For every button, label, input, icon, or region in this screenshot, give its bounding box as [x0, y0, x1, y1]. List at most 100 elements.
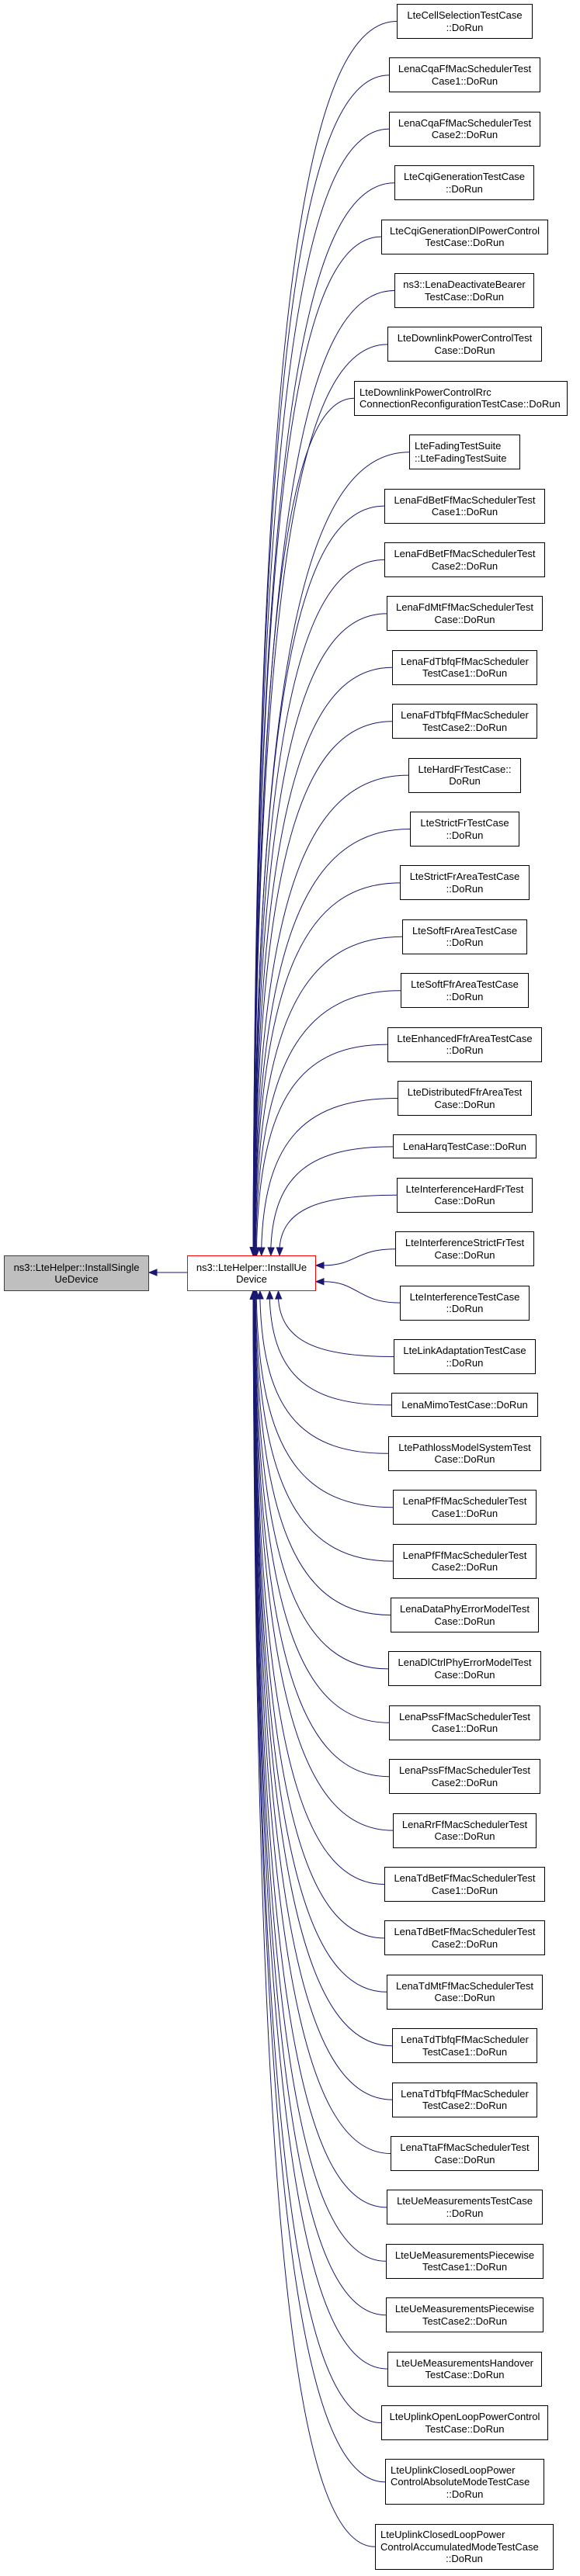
arrowhead-icon	[267, 1247, 275, 1257]
call-edge	[252, 74, 390, 1248]
arrowhead-icon	[249, 1290, 257, 1300]
call-edge	[254, 829, 411, 1248]
node-label: LenaHarqTestCase::DoRun	[403, 1141, 526, 1153]
node-label: LenaCqaFfMacSchedulerTest	[398, 63, 532, 75]
node-label: ns3::LteHelper::InstallUe	[196, 1261, 307, 1273]
caller-node[interactable]: LteCqiGenerationTestCase::DoRun	[394, 165, 534, 201]
caller-node[interactable]: LteStrictFrAreaTestCase::DoRun	[400, 865, 530, 901]
arrowhead-icon	[266, 1290, 274, 1300]
arrowhead-icon	[314, 1277, 325, 1286]
call-edge	[252, 1298, 387, 2316]
call-edge	[270, 1146, 394, 1248]
node-label: TestCase1::DoRun	[422, 2261, 508, 2273]
arrowhead-icon	[276, 1247, 284, 1257]
node-label: LteStrictFrTestCase	[420, 817, 509, 829]
node-label: LenaDataPhyErrorModelTest	[400, 1603, 530, 1615]
node-label: LteUeMeasurementsHandover	[395, 2356, 534, 2369]
node-label: TestCase2::DoRun	[422, 721, 508, 733]
node-label: LenaPfFfMacSchedulerTest	[402, 1549, 527, 1561]
call-edge	[252, 1298, 388, 2370]
caller-node[interactable]: LteCellSelectionTestCase::DoRun	[397, 4, 533, 39]
call-edge	[255, 1298, 394, 1562]
caller-node[interactable]: LteEnhancedFfrAreaTestCase::DoRun	[387, 1027, 542, 1062]
call-edge	[252, 290, 395, 1248]
node-label: LteUeMeasurementsPiecewise	[394, 2303, 535, 2315]
caller-node[interactable]: LteLinkAdaptationTestCase::DoRun	[394, 1339, 536, 1374]
node-label: Case::DoRun	[434, 1195, 495, 1207]
node-label: LteDistributedFfrAreaTest	[407, 1086, 523, 1098]
caller-node[interactable]: LteSoftFfrAreaTestCase::DoRun	[401, 973, 529, 1009]
node-label: Case2::DoRun	[431, 1776, 498, 1788]
node-label: ControlAbsoluteModeTestCase	[391, 2476, 530, 2488]
node-label: Case2::DoRun	[431, 1561, 498, 1574]
caller-node[interactable]: LteInterferenceTestCase::DoRun	[400, 1285, 530, 1321]
node-label: ::DoRun	[446, 829, 484, 841]
node-label: LteEnhancedFfrAreaTestCase	[397, 1032, 533, 1044]
focus-node-install-ue-device[interactable]: ns3::LteHelper::InstallUe Device	[187, 1255, 316, 1291]
call-edge	[269, 1298, 392, 1406]
arrowhead-icon	[148, 1269, 158, 1276]
call-edge	[253, 667, 393, 1248]
node-label: LenaFdTbfqFfMacScheduler	[401, 655, 529, 667]
node-label: ::DoRun	[446, 1303, 484, 1315]
caller-node[interactable]: LenaHarqTestCase::DoRun	[393, 1134, 537, 1159]
caller-node[interactable]: LteSoftFrAreaTestCase::DoRun	[402, 919, 527, 954]
caller-node[interactable]: LteFadingTestSuite::LteFadingTestSuite	[409, 435, 520, 470]
callee-node-install-single-ue-device[interactable]: ns3::LteHelper::InstallSingle UeDevice	[4, 1255, 149, 1291]
caller-node[interactable]: LteHardFrTestCase::DoRun	[408, 757, 521, 793]
node-label: TestCase1::DoRun	[422, 2045, 508, 2058]
node-label: ::LteFadingTestSuite	[415, 452, 507, 464]
node-label: ConnectionReconfigurationTestCase::DoRun	[359, 398, 561, 410]
caller-node[interactable]: LteStrictFrTestCase::DoRun	[410, 812, 519, 847]
call-edge	[255, 1044, 388, 1248]
call-edge	[253, 1298, 387, 1993]
call-edge	[279, 1194, 398, 1248]
node-label: Case1::DoRun	[431, 1723, 498, 1735]
call-edge	[277, 1298, 394, 1357]
caller-node[interactable]: LteUeMeasurementsTestCase::DoRun	[387, 2190, 543, 2225]
caller-node[interactable]: LenaMimoTestCase::DoRun	[391, 1393, 538, 1418]
node-label: Case1::DoRun	[431, 74, 498, 87]
call-edge	[255, 990, 401, 1248]
node-label: TestCase2::DoRun	[422, 2100, 508, 2112]
node-label: ::DoRun	[446, 1044, 484, 1057]
call-edge	[254, 1298, 390, 1723]
node-label: LenaFdBetFfMacSchedulerTest	[394, 548, 536, 559]
call-edge	[253, 1298, 394, 1831]
node-label: LteUeMeasurementsPiecewise	[394, 2249, 535, 2261]
